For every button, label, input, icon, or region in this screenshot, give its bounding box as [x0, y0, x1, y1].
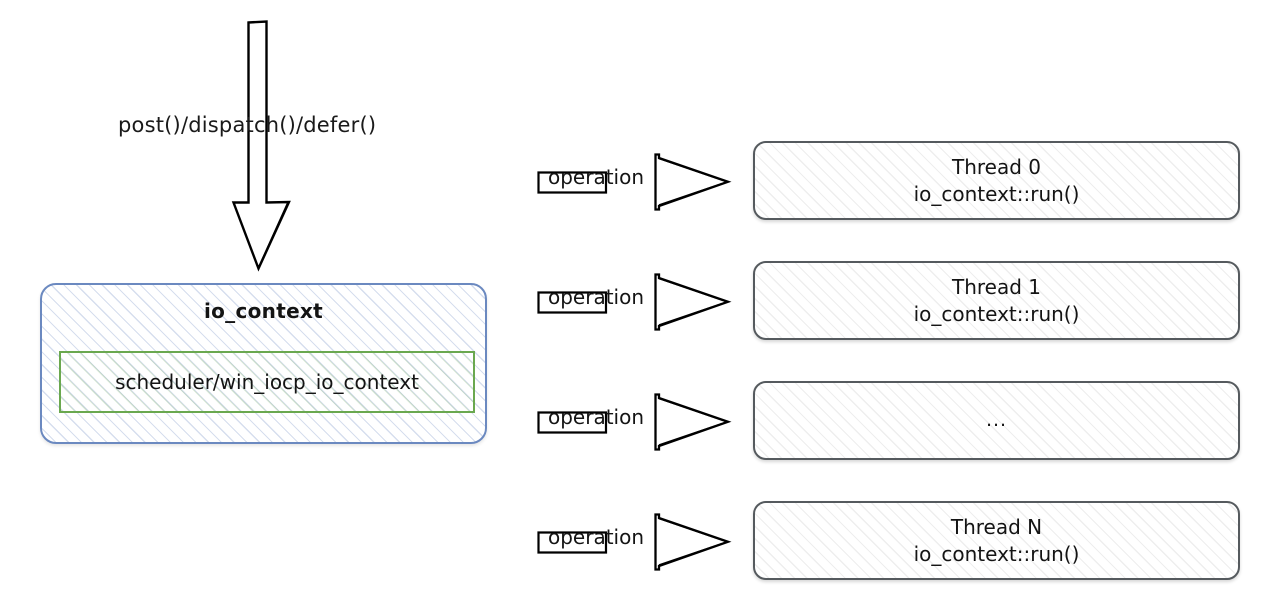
scheduler-box[interactable]: scheduler/win_iocp_io_context — [59, 351, 475, 413]
operation-arrow-2[interactable]: operation — [528, 385, 738, 457]
thread-box-2[interactable]: ... — [753, 381, 1240, 460]
operation-label: operation — [548, 165, 645, 189]
operation-label: operation — [548, 525, 645, 549]
operation-arrow-1[interactable]: operation — [528, 265, 738, 337]
thread-name: Thread 0 — [951, 155, 1041, 180]
thread-box-0[interactable]: Thread 0 io_context::run() — [753, 141, 1240, 220]
arrow-right-icon — [537, 393, 732, 451]
down-arrow-icon — [225, 14, 305, 276]
thread-call: io_context::run() — [913, 181, 1080, 206]
operation-arrow-0[interactable]: operation — [528, 145, 738, 217]
operation-label: operation — [548, 405, 645, 429]
arrow-right-icon — [537, 273, 732, 331]
io-context-title: io_context — [203, 299, 323, 323]
thread-name: Thread 1 — [951, 275, 1041, 300]
thread-name: Thread N — [950, 515, 1043, 540]
arrow-right-icon — [537, 513, 732, 571]
operation-arrow-3[interactable]: operation — [528, 505, 738, 577]
arrow-right-icon — [537, 153, 732, 211]
thread-name: ... — [985, 408, 1008, 431]
io-context-box[interactable]: io_context scheduler/win_iocp_io_context — [40, 283, 487, 444]
operation-label: operation — [548, 285, 645, 309]
thread-box-1[interactable]: Thread 1 io_context::run() — [753, 261, 1240, 340]
post-dispatch-defer-label: post()/dispatch()/defer() — [118, 113, 377, 137]
thread-call: io_context::run() — [913, 541, 1080, 566]
thread-box-3[interactable]: Thread N io_context::run() — [753, 501, 1240, 580]
thread-call: io_context::run() — [913, 301, 1080, 326]
scheduler-label: scheduler/win_iocp_io_context — [115, 370, 419, 394]
